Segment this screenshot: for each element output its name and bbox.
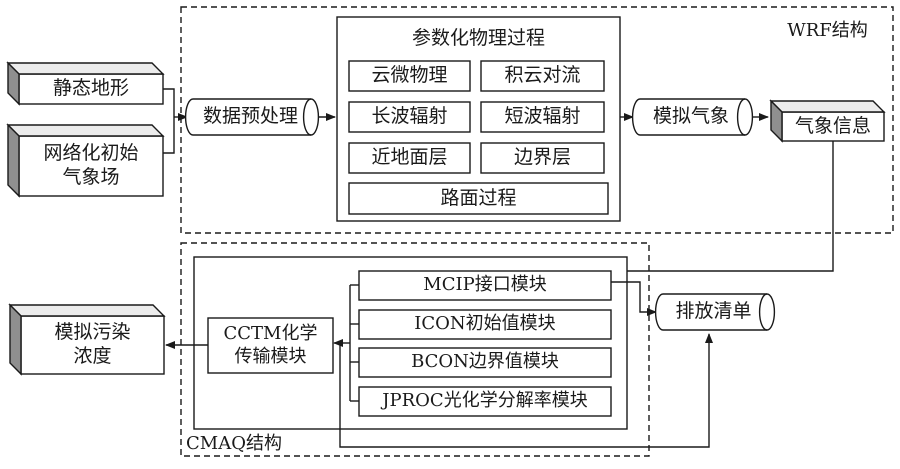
pollution-output-box xyxy=(8,303,166,376)
cmaq-frame xyxy=(180,242,650,457)
arrow-met-to-mcip xyxy=(612,141,834,275)
physics-item-boundary-layer: 边界层 xyxy=(513,146,571,169)
module-jproc: JPROC光化学分解率模块 xyxy=(382,390,588,412)
physics-item-cumulus: 积云对流 xyxy=(504,64,581,87)
physics-item-box xyxy=(348,101,471,133)
physics-item-longwave: 长波辐射 xyxy=(371,105,448,128)
physics-item-box xyxy=(480,60,605,92)
physics-item-shortwave: 短波辐射 xyxy=(504,105,581,128)
road-process-label: 路面过程 xyxy=(440,186,517,209)
input-initial-field: 网络化初始 气象场 xyxy=(43,142,139,188)
emission-label: 排放清单 xyxy=(675,300,752,323)
module-icon: ICON初始值模块 xyxy=(414,313,556,335)
preprocess-label: 数据预处理 xyxy=(202,105,298,128)
cctm-label: CCTM化学 传输模块 xyxy=(223,323,318,367)
initial-field-box xyxy=(6,123,165,198)
input-static-terrain: 静态地形 xyxy=(52,77,129,100)
module-mcip: MCIP接口模块 xyxy=(423,274,547,296)
met-info-label: 气象信息 xyxy=(794,114,871,137)
physics-item-box xyxy=(480,142,605,174)
emission-cylinder xyxy=(654,293,776,331)
arrow-cctm-emission xyxy=(339,333,713,448)
physics-item-box xyxy=(348,60,471,92)
module-bracket xyxy=(333,284,359,402)
physics-item-surface-layer: 近地面层 xyxy=(371,146,448,169)
physics-item-cloud-microphysics: 云微物理 xyxy=(371,64,448,87)
physics-panel xyxy=(336,16,621,222)
physics-title: 参数化物理过程 xyxy=(411,27,545,50)
wrf-title: WRF结构 xyxy=(787,19,868,41)
preprocess-cylinder xyxy=(184,98,320,136)
arrow-mcip-emission xyxy=(611,281,657,316)
static-terrain-box xyxy=(6,61,165,106)
simulation-cylinder xyxy=(631,98,754,136)
physics-item-box xyxy=(348,142,471,174)
road-process-box xyxy=(348,182,609,215)
pollution-output-label: 模拟污染 浓度 xyxy=(54,321,131,367)
simulation-label: 模拟气象 xyxy=(652,105,729,128)
module-bcon: BCON边界值模块 xyxy=(411,351,559,373)
cmaq-title: CMAQ结构 xyxy=(186,432,282,454)
cmaq-panel xyxy=(193,256,628,430)
physics-item-box xyxy=(480,101,605,133)
wrf-input-connector xyxy=(163,88,188,154)
met-info-box xyxy=(769,99,886,143)
